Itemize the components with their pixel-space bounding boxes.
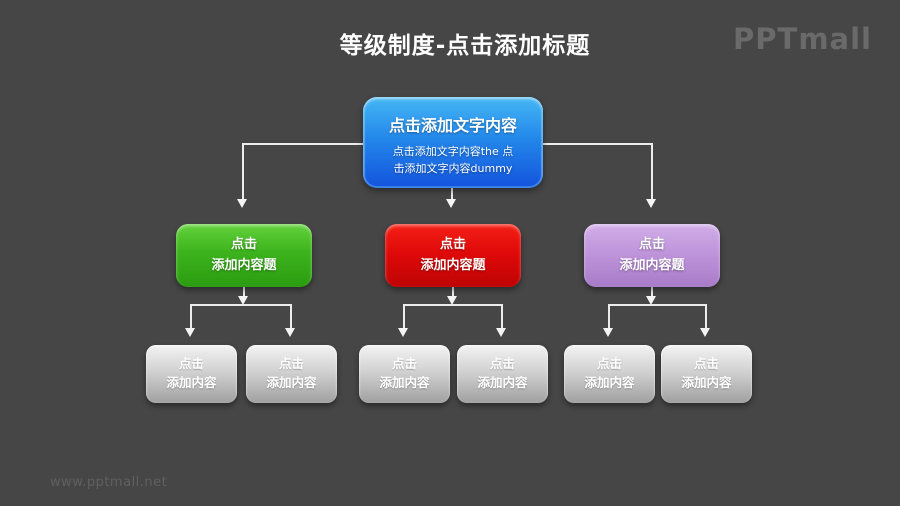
branch-label-line2: 添加内容题 (619, 258, 685, 273)
branch-label-line1: 点击 (638, 237, 665, 252)
arrow-down-icon (496, 328, 506, 337)
connector-line (609, 304, 707, 306)
leaf-label-line2: 添加内容 (379, 375, 430, 390)
leaf-node[interactable]: 点击 添加内容 (246, 345, 337, 403)
arrow-down-icon (398, 328, 408, 337)
connector-line (705, 304, 707, 329)
leaf-label-line1: 点击 (596, 356, 622, 371)
leaf-node[interactable]: 点击 添加内容 (359, 345, 450, 403)
branch-label-line1: 点击 (439, 237, 466, 252)
connector-line (452, 287, 454, 297)
root-node-title: 点击添加文字内容 (388, 116, 517, 135)
watermark-url: www.pptmall.net (50, 475, 168, 490)
branch-label-line2: 添加内容题 (420, 258, 486, 273)
connector-line (404, 304, 503, 306)
connector-line (191, 304, 292, 306)
connector-line (403, 304, 405, 329)
slide-title: 等级制度-点击添加标题 (339, 33, 591, 59)
leaf-label-line2: 添加内容 (681, 375, 732, 390)
arrow-down-icon (446, 199, 456, 208)
branch-node-green[interactable]: 点击 添加内容题 (176, 224, 312, 287)
arrow-down-icon (237, 199, 247, 208)
leaf-label-line1: 点击 (278, 356, 304, 371)
root-node-body-line2: 击添加文字内容dummy (393, 162, 513, 175)
branch-node-purple[interactable]: 点击 添加内容题 (584, 224, 720, 287)
leaf-label-line1: 点击 (391, 356, 417, 371)
arrow-down-icon (185, 328, 195, 337)
connector-line (190, 304, 192, 329)
connector-line (290, 304, 292, 329)
leaf-label-line2: 添加内容 (266, 375, 317, 390)
leaf-node[interactable]: 点击 添加内容 (661, 345, 752, 403)
connector-line (451, 186, 453, 200)
branch-label-line2: 添加内容题 (211, 258, 277, 273)
connector-line (651, 287, 653, 297)
arrow-down-icon (285, 328, 295, 337)
branch-label-line1: 点击 (230, 237, 257, 252)
leaf-label-line1: 点击 (489, 356, 515, 371)
connector-line (242, 143, 244, 200)
connector-line (243, 287, 245, 297)
connector-line (501, 304, 503, 329)
leaf-label-line2: 添加内容 (477, 375, 528, 390)
leaf-node[interactable]: 点击 添加内容 (146, 345, 237, 403)
leaf-label-line1: 点击 (693, 356, 719, 371)
leaf-label-line1: 点击 (178, 356, 204, 371)
root-node-placeholder[interactable]: 点击添加文字内容 点击添加文字内容the 点 击添加文字内容dummy (363, 97, 543, 188)
connector-line (608, 304, 610, 329)
leaf-label-line2: 添加内容 (584, 375, 635, 390)
arrow-down-icon (447, 296, 457, 305)
arrow-down-icon (238, 296, 248, 305)
arrow-down-icon (646, 199, 656, 208)
leaf-node[interactable]: 点击 添加内容 (564, 345, 655, 403)
connector-line (651, 143, 653, 200)
arrow-down-icon (700, 328, 710, 337)
root-node-body-line1: 点击添加文字内容the 点 (392, 145, 514, 158)
arrow-down-icon (603, 328, 613, 337)
branch-node-red[interactable]: 点击 添加内容题 (385, 224, 521, 287)
leaf-label-line2: 添加内容 (166, 375, 217, 390)
leaf-node[interactable]: 点击 添加内容 (457, 345, 548, 403)
pptmall-logo: PPTmall (733, 22, 872, 56)
arrow-down-icon (646, 296, 656, 305)
